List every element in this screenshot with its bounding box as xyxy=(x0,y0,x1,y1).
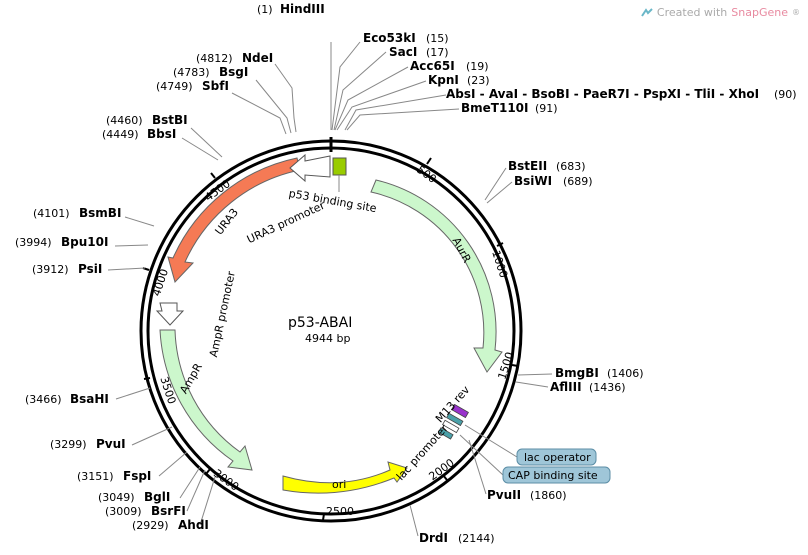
enzyme-pos: (1860) xyxy=(530,489,567,502)
branding-prefix: Created with xyxy=(656,6,728,19)
ori-feature[interactable] xyxy=(282,461,408,494)
enzyme-labels-right: Eco53kI (15) SacI (17) Acc65I (19) KpnI … xyxy=(363,31,797,545)
tick-1000: 1000 xyxy=(489,249,510,280)
m13-rev-feature[interactable] xyxy=(451,403,469,419)
enzyme-name[interactable]: DrdI xyxy=(419,531,448,545)
tick-4000: 4000 xyxy=(150,267,171,298)
enzyme-pos: (3466) xyxy=(25,393,62,406)
enzyme-labels-left: (1) HindIII (4812) NdeI (4783) BsgI (474… xyxy=(15,2,325,532)
ura3-promoter-feature[interactable] xyxy=(289,153,331,183)
aurr-feature[interactable] xyxy=(370,179,503,373)
enzyme-name[interactable]: Bpu10I xyxy=(61,235,108,249)
enzyme-pos: (683) xyxy=(556,160,586,173)
enzyme-name[interactable]: HindIII xyxy=(280,2,325,16)
enzyme-name[interactable]: BmeT110I xyxy=(461,101,529,115)
enzyme-pos: (1436) xyxy=(589,381,626,394)
enzyme-name[interactable]: BbsI xyxy=(147,127,176,141)
enzyme-pos: (1) xyxy=(257,3,273,16)
enzyme-name[interactable]: AbsI - AvaI - BsoBI - PaeR7I - PspXI - T… xyxy=(446,87,759,101)
enzyme-name[interactable]: AflIII xyxy=(550,380,582,394)
enzyme-name[interactable]: SacI xyxy=(389,45,417,59)
enzyme-name[interactable]: BsrFI xyxy=(151,504,186,518)
cap-binding-site-callout-label: CAP binding site xyxy=(508,469,598,482)
enzyme-pos: (1406) xyxy=(607,367,644,380)
enzyme-pos: (3299) xyxy=(50,438,87,451)
tick-2500: 2500 xyxy=(326,505,354,518)
enzyme-pos: (4783) xyxy=(173,66,210,79)
branding-product: SnapGene xyxy=(731,6,788,19)
enzyme-pos: (3049) xyxy=(98,491,135,504)
enzyme-pos: (15) xyxy=(426,32,449,45)
enzyme-name[interactable]: BmgBI xyxy=(555,366,599,380)
snapgene-logo-icon xyxy=(641,7,653,17)
enzyme-pos: (19) xyxy=(466,60,489,73)
enzyme-pos: (4449) xyxy=(102,128,139,141)
cap-binding-site-callout[interactable] xyxy=(502,466,611,484)
enzyme-name[interactable]: BsmBI xyxy=(79,206,121,220)
ampr-promoter-feature[interactable] xyxy=(155,302,185,326)
ura3-promoter-label: URA3 promoter xyxy=(245,199,327,247)
ampr-feature[interactable] xyxy=(159,329,253,471)
enzyme-pos: (3009) xyxy=(105,505,142,518)
ampr-promoter-label: AmpR promoter xyxy=(207,270,238,359)
enzyme-name[interactable]: BstEII xyxy=(508,159,547,173)
enzyme-pos: (2929) xyxy=(132,519,169,532)
lac-promoter-feature[interactable] xyxy=(442,419,460,434)
enzyme-name[interactable]: Eco53kI xyxy=(363,31,416,45)
cap-binding-site-feature[interactable] xyxy=(437,427,454,440)
plasmid-size: 4944 bp xyxy=(305,332,350,345)
tick-500: 500 xyxy=(414,163,439,186)
enzyme-name[interactable]: BsaHI xyxy=(70,392,109,406)
enzyme-pos: (90) xyxy=(774,88,797,101)
enzyme-name[interactable]: BsgI xyxy=(219,65,248,79)
enzyme-pos: (3994) xyxy=(15,236,52,249)
enzyme-name[interactable]: Acc65I xyxy=(410,59,455,73)
enzyme-pos: (4460) xyxy=(106,114,143,127)
enzyme-name[interactable]: FspI xyxy=(123,469,151,483)
enzyme-pos: (3912) xyxy=(32,263,69,276)
enzyme-name[interactable]: NdeI xyxy=(242,51,273,65)
branding-mark: ® xyxy=(792,8,800,17)
enzyme-name[interactable]: BsiWI xyxy=(514,174,552,188)
enzyme-name[interactable]: AhdI xyxy=(178,518,209,532)
enzyme-pos: (91) xyxy=(535,102,558,115)
lac-operator-callout[interactable] xyxy=(516,448,597,466)
enzyme-name[interactable]: PsiI xyxy=(78,262,102,276)
enzyme-name[interactable]: BglI xyxy=(144,490,170,504)
enzyme-pos: (4101) xyxy=(33,207,70,220)
enzyme-name[interactable]: PvuI xyxy=(96,437,126,451)
enzyme-pos: (4749) xyxy=(156,80,193,93)
enzyme-leaders xyxy=(107,41,553,537)
lac-operator-feature[interactable] xyxy=(446,412,464,427)
enzyme-name[interactable]: KpnI xyxy=(428,73,459,87)
ori-label: ori xyxy=(332,478,346,491)
lac-operator-callout-label: lac operator xyxy=(524,451,591,464)
enzyme-name[interactable]: SbfI xyxy=(202,79,229,93)
enzyme-pos: (3151) xyxy=(77,470,114,483)
p53-binding-site-feature[interactable] xyxy=(332,157,347,176)
enzyme-pos: (17) xyxy=(426,46,449,59)
enzyme-pos: (689) xyxy=(563,175,593,188)
enzyme-pos: (23) xyxy=(467,74,490,87)
snapgene-branding: Created with SnapGene ® xyxy=(641,6,800,19)
ura3-feature[interactable] xyxy=(167,157,301,283)
enzyme-pos: (2144) xyxy=(458,532,495,545)
enzyme-name[interactable]: PvuII xyxy=(487,488,521,502)
enzyme-pos: (4812) xyxy=(196,52,233,65)
enzyme-name[interactable]: BstBI xyxy=(152,113,188,127)
plasmid-name: p53-ABAI xyxy=(288,315,352,331)
